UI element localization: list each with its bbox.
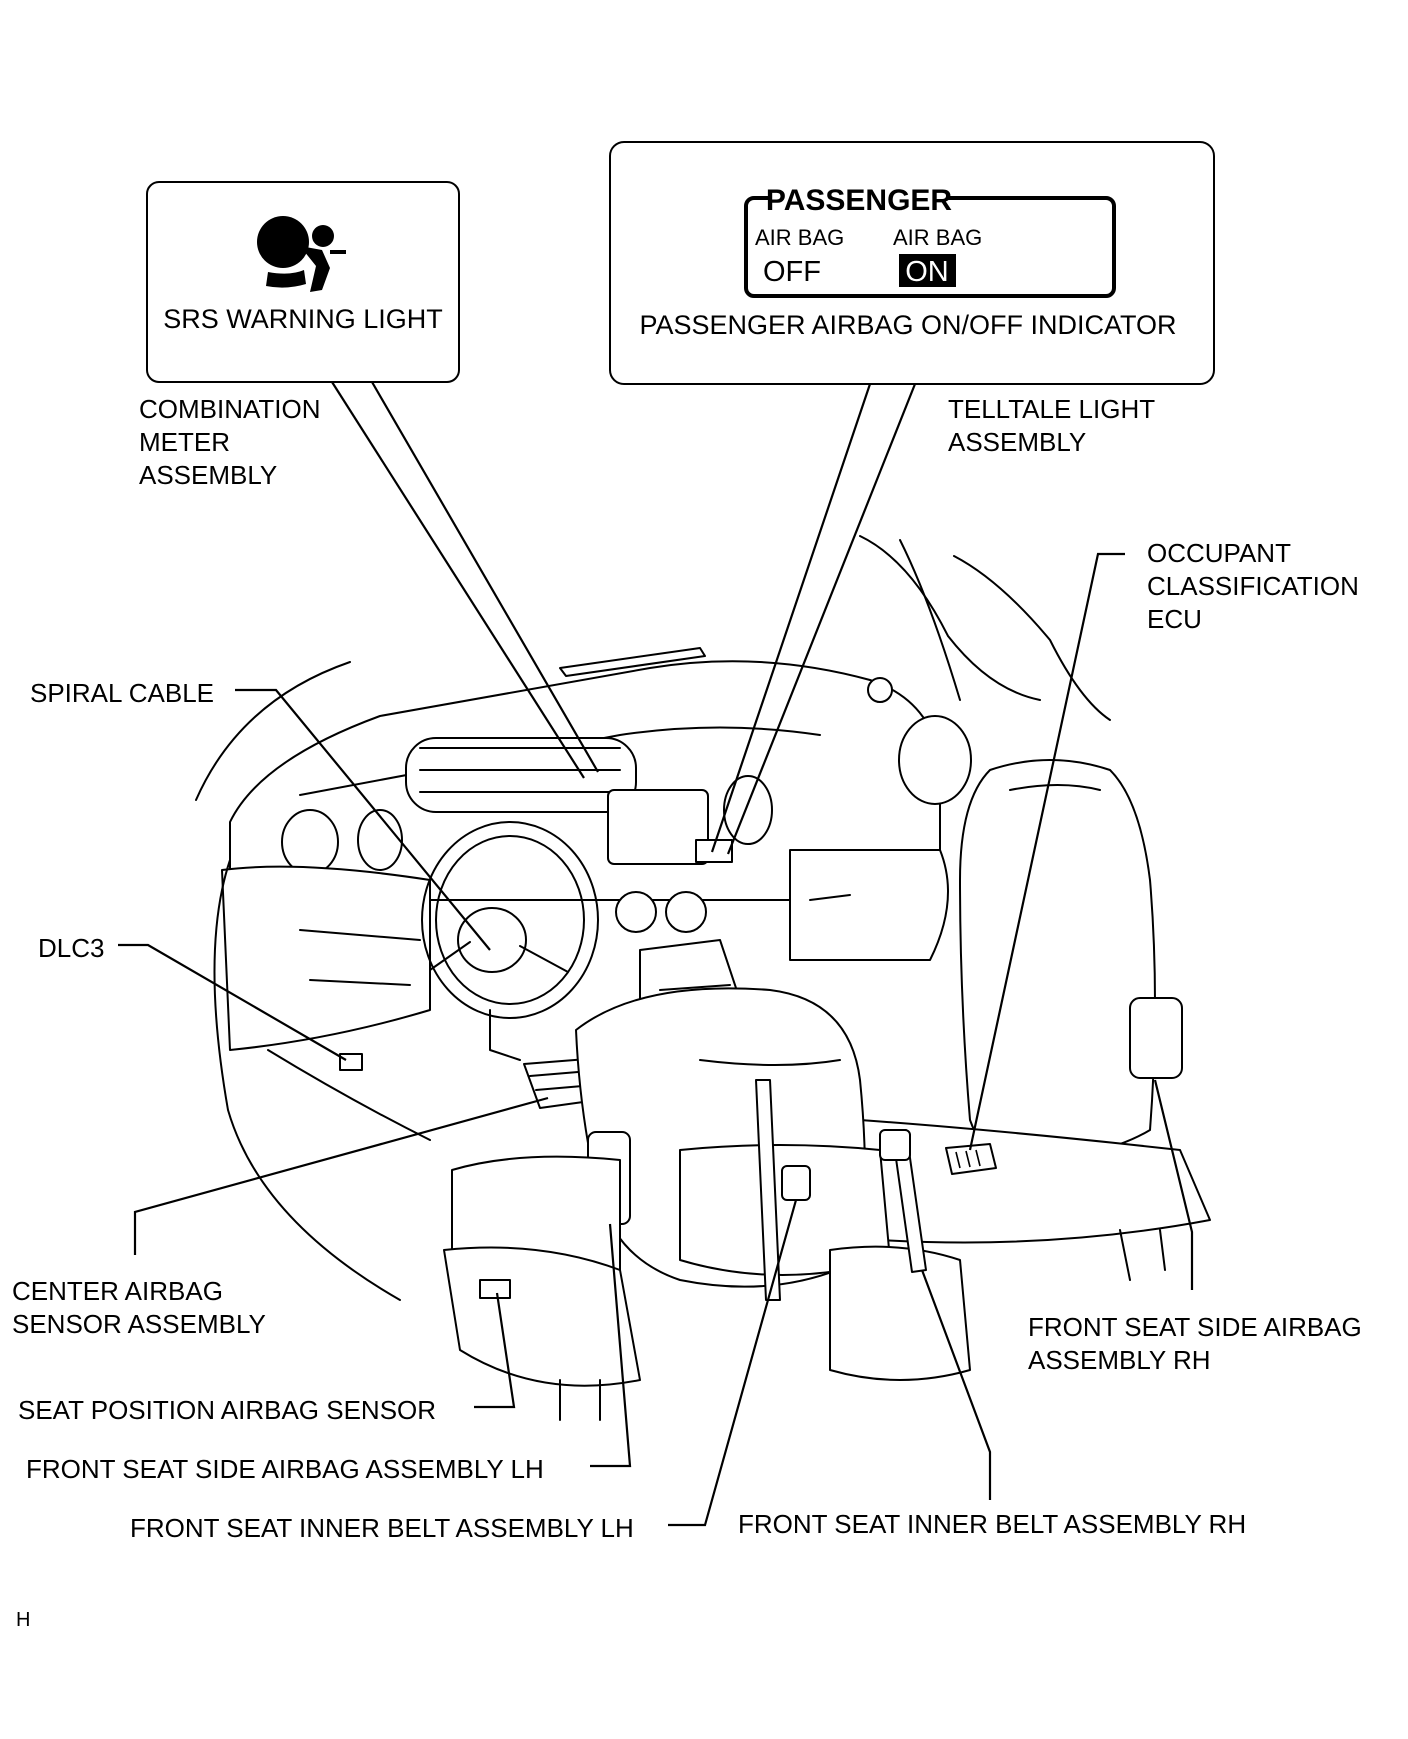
- telltale-light-label-line-1: TELLTALE LIGHT: [948, 394, 1155, 424]
- seat-position-sensor-label: SEAT POSITION AIRBAG SENSOR: [18, 1395, 436, 1425]
- side-airbag-lh-label: FRONT SEAT SIDE AIRBAG ASSEMBLY LH: [26, 1454, 544, 1484]
- inner-belt-rh-leader: [920, 1269, 992, 1500]
- left-vent: [281, 809, 339, 875]
- center-display: [607, 789, 709, 865]
- center-vent-right: [723, 775, 773, 845]
- passenger-headrest-line: [1009, 784, 1101, 791]
- center-airbag-sensor-leader: [133, 1096, 549, 1255]
- dlc3-label: DLC3: [38, 933, 104, 963]
- leader-lines: [118, 381, 1194, 1527]
- hvac-knob-right: [665, 891, 707, 933]
- center-airbag-sensor-label-line-1: CENTER AIRBAG: [12, 1276, 223, 1306]
- glovebox-handle: [809, 894, 851, 901]
- indicator-on-lit-box: [899, 254, 956, 287]
- inner-belt-lh-drawing: [755, 1079, 781, 1301]
- combination-meter-label-line-2: METER: [139, 427, 230, 457]
- occupant-classification-ecu-drawing: [945, 1143, 997, 1175]
- inner-belt-rh-buckle: [879, 1129, 911, 1161]
- meter-detail: [419, 747, 621, 793]
- steering-column: [489, 1009, 521, 1061]
- vehicle-interior-drawing: [195, 535, 1211, 1421]
- floor-edge: [267, 1049, 431, 1141]
- side-airbag-rh-label-line-1: FRONT SEAT SIDE AIRBAG: [1028, 1312, 1362, 1342]
- occupant-ecu-label-line-2: CLASSIFICATION: [1147, 571, 1359, 601]
- left-pillar: [195, 661, 351, 801]
- srs-callout-pointer-left: [331, 381, 585, 779]
- spiral-cable-label: SPIRAL CABLE: [30, 678, 214, 708]
- ecu-ribs: [955, 1149, 981, 1169]
- side-airbag-lh-leader: [590, 1223, 632, 1468]
- driver-seat-base: [443, 1246, 641, 1387]
- srs-warning-light-callout: SRS WARNING LIGHT: [146, 181, 460, 383]
- seat-position-sensor-leader: [474, 1292, 516, 1409]
- left-vent-2: [357, 809, 403, 871]
- passenger-indicator-caption: PASSENGER AIRBAG ON/OFF INDICATOR: [639, 310, 1176, 340]
- driver-seat-legs: [559, 1379, 601, 1421]
- combination-meter-label-line-3: ASSEMBLY: [139, 460, 277, 490]
- indicator-on-text: ON: [905, 256, 949, 288]
- indicator-off-text: OFF: [763, 256, 821, 288]
- occupant-ecu-label-line-3: ECU: [1147, 604, 1202, 634]
- indicator-right-small: AIR BAG: [893, 225, 982, 250]
- right-vent: [898, 715, 972, 805]
- inner-belt-rh-label: FRONT SEAT INNER BELT ASSEMBLY RH: [738, 1509, 1246, 1539]
- indicator-left-small: AIR BAG: [755, 225, 844, 250]
- inner-belt-lh-buckle: [781, 1165, 811, 1201]
- left-lower-dash: [221, 865, 431, 1051]
- occupant-ecu-label-line-1: OCCUPANT: [1147, 538, 1291, 568]
- part-labels: COMBINATION METER ASSEMBLY TELLTALE LIGH…: [12, 394, 1362, 1631]
- steering-spokes: [429, 941, 569, 973]
- hvac-knob-left: [615, 891, 657, 933]
- passenger-seat-rails: [1119, 1229, 1166, 1281]
- spiral-cable-leader: [235, 688, 491, 951]
- inner-belt-lh-leader: [668, 1199, 798, 1527]
- side-airbag-rh-label-line-2: ASSEMBLY RH: [1028, 1345, 1211, 1375]
- right-door-frame: [953, 555, 1111, 721]
- occupant-ecu-leader: [968, 552, 1125, 1151]
- dlc3-connector: [339, 1053, 363, 1071]
- indicator-header-gap: [770, 184, 948, 212]
- right-small-knob: [867, 677, 893, 703]
- steering-wheel-inner: [435, 835, 585, 1005]
- combination-meter-label-line-1: COMBINATION: [139, 394, 321, 424]
- center-airbag-sensor-label-line-2: SENSOR ASSEMBLY: [12, 1309, 266, 1339]
- steering-wheel-rim: [421, 821, 599, 1019]
- srs-warning-light-label: SRS WARNING LIGHT: [163, 304, 443, 334]
- side-airbag-rh-drawing: [1129, 997, 1183, 1079]
- inner-belt-lh-label: FRONT SEAT INNER BELT ASSEMBLY LH: [130, 1513, 634, 1543]
- defroster-vent: [559, 647, 706, 677]
- right-front-seat-base: [829, 1245, 971, 1381]
- footer-code: H: [16, 1609, 30, 1631]
- passenger-seat-back: [959, 759, 1156, 1161]
- glovebox: [789, 849, 949, 961]
- passenger-indicator-callout: PASSENGER AIR BAG OFF AIR BAG ON PASSENG…: [609, 141, 1215, 385]
- telltale-light-drawing: [695, 839, 733, 863]
- right-pillar: [899, 539, 961, 701]
- combination-meter-drawing: [405, 737, 637, 813]
- steering-hub: [457, 907, 527, 973]
- telltale-light-label-line-2: ASSEMBLY: [948, 427, 1086, 457]
- dash-top-edge: [299, 726, 821, 796]
- srs-callout-pointer-right: [371, 381, 599, 773]
- side-airbag-rh-leader: [1153, 1079, 1194, 1290]
- left-lower-detail: [299, 929, 421, 986]
- indicator-header: PASSENGER: [766, 184, 952, 217]
- windshield-right: [859, 535, 1041, 701]
- dlc3-leader: [118, 943, 347, 1061]
- seat-position-sensor-drawing: [479, 1279, 511, 1299]
- indicator-callout-pointer-left: [710, 383, 872, 853]
- left-body-sweep: [213, 859, 401, 1301]
- driver-seat-seam: [699, 1059, 841, 1066]
- indicator-callout-pointer-right: [726, 383, 917, 855]
- airbag-warning-icon: [257, 216, 346, 292]
